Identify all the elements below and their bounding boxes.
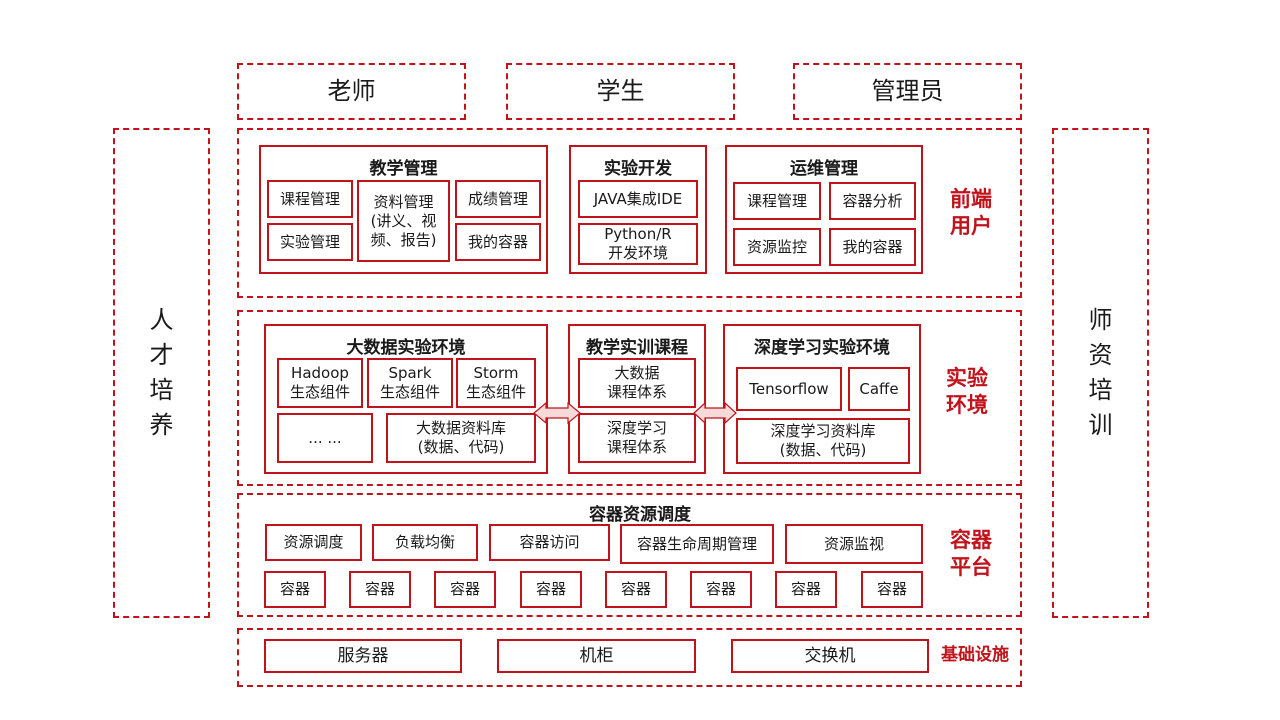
container-analysis-box: 容器分析 [829,182,916,220]
training-char-3: 培 [1088,376,1113,404]
container-lifecycle-box: 容器生命周期管理 [620,524,774,564]
storm-box: Storm 生态组件 [456,358,536,408]
container-box: 容器 [605,571,667,608]
frontend-layer [237,128,1022,298]
teaching-management-title: 教学管理 [369,159,438,179]
container-box: 容器 [264,571,326,608]
container-platform-layer-label: 容器 平台 [950,528,992,579]
container-box: 容器 [434,571,496,608]
training-char-1: 师 [1088,306,1113,334]
server-box: 服务器 [264,639,462,673]
container-platform-layer [237,493,1022,617]
tensorflow-box: Tensorflow [736,367,842,411]
grade-management-box: 成绩管理 [455,180,541,218]
container-box: 容器 [520,571,582,608]
role-teacher: 老师 [237,63,466,120]
bigdata-env-title: 大数据实验环境 [346,338,466,358]
lab-environment-layer-label: 实验 环境 [946,366,988,417]
lab-environment-layer [237,310,1022,486]
switch-box: 交换机 [731,639,929,673]
resource-monitoring-box: 资源监控 [733,228,821,266]
talent-char-2: 才 [149,341,174,369]
bigdata-course-double-arrow [533,401,581,425]
spark-box: Spark 生态组件 [367,358,453,408]
resource-scheduling-box: 资源调度 [265,524,362,561]
my-container-box: 我的容器 [455,223,541,261]
ops-my-container-box: 我的容器 [829,228,916,266]
infrastructure-layer-label: 基础设施 [941,645,1009,665]
training-char-4: 训 [1088,411,1113,439]
dl-env-title: 深度学习实验环境 [754,338,890,358]
bigdata-library-box: 大数据资料库 (数据、代码) [386,413,536,463]
more-components-box: ... ... [277,413,373,463]
container-access-box: 容器访问 [489,524,610,561]
ops-course-management-box: 课程管理 [733,182,821,220]
dl-curriculum-box: 深度学习 课程体系 [578,413,696,463]
java-ide-box: JAVA集成IDE [578,180,698,218]
lab-development-title: 实验开发 [604,159,672,179]
container-box: 容器 [690,571,752,608]
dl-library-box: 深度学习资料库 (数据、代码) [736,418,910,464]
hadoop-box: Hadoop 生态组件 [277,358,363,408]
bigdata-curriculum-box: 大数据 课程体系 [578,358,696,408]
cabinet-box: 机柜 [497,639,696,673]
role-student: 学生 [506,63,735,120]
teacher-training-panel: 师 资 培 训 [1052,128,1149,618]
resource-watch-box: 资源监视 [785,524,923,564]
ops-management-title: 运维管理 [790,159,858,179]
container-box: 容器 [349,571,411,608]
materials-management-box: 资料管理 (讲义、视 频、报告) [357,180,450,262]
talent-cultivation-panel: 人 才 培 养 [113,128,210,618]
course-dl-double-arrow [693,401,737,425]
talent-char-1: 人 [149,306,174,334]
experiment-management-box: 实验管理 [267,223,353,261]
course-management-box: 课程管理 [267,180,353,218]
container-box: 容器 [861,571,923,608]
infrastructure-layer [237,628,1022,687]
talent-char-4: 养 [149,411,174,439]
container-box: 容器 [775,571,837,608]
caffe-box: Caffe [848,367,910,411]
training-course-title: 教学实训课程 [586,338,688,358]
role-admin: 管理员 [793,63,1022,120]
talent-char-3: 培 [149,376,174,404]
training-char-2: 资 [1088,341,1113,369]
python-r-env-box: Python/R 开发环境 [578,223,698,265]
load-balancing-box: 负载均衡 [372,524,478,561]
container-scheduling-title: 容器资源调度 [589,505,691,525]
frontend-layer-label: 前端 用户 [950,187,992,238]
